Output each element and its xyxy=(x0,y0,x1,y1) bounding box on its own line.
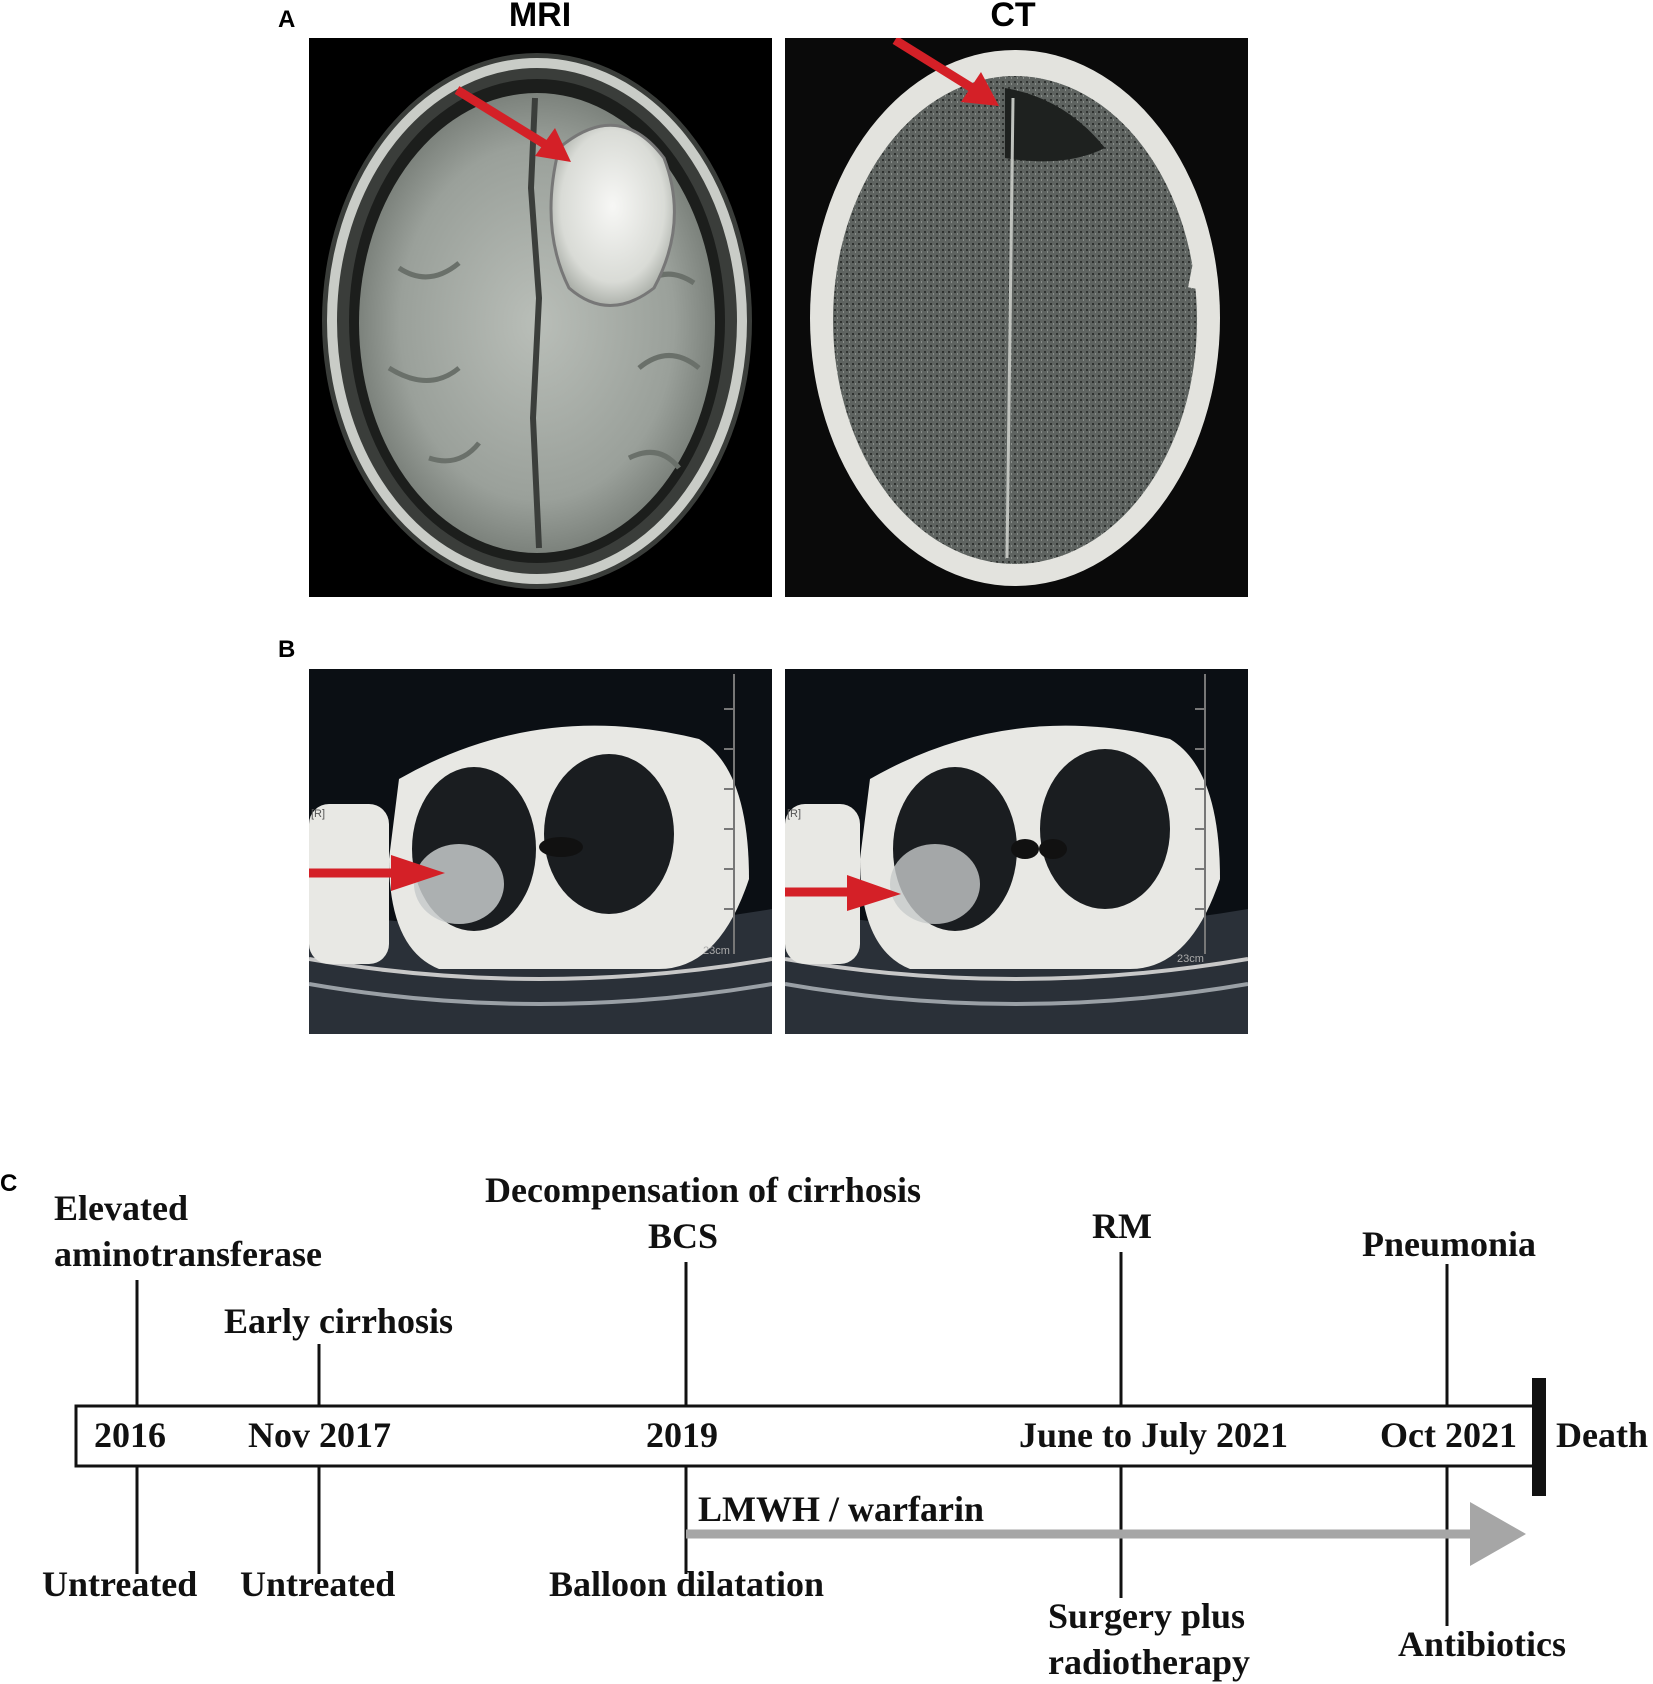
event-2021-rm-below-2: radiotherapy xyxy=(1048,1642,1250,1682)
mri-title: MRI xyxy=(508,0,572,34)
side-marker-left: [R] xyxy=(311,808,325,820)
chest-ct-left: 23cm [R] xyxy=(309,669,772,1034)
event-2016-above-1: Elevated xyxy=(54,1188,188,1228)
event-oct2021-above: Pneumonia xyxy=(1362,1224,1536,1264)
event-2019-above-1: Decompensation of cirrhosis xyxy=(485,1170,921,1210)
ct-brain-scan xyxy=(785,38,1248,597)
event-oct2021-date: Oct 2021 xyxy=(1380,1415,1517,1455)
event-2017-above: Early cirrhosis xyxy=(224,1301,453,1341)
scale-label-right: 23cm xyxy=(1177,953,1204,965)
ct-title: CT xyxy=(990,0,1036,34)
ct-arrow-shaft xyxy=(892,38,988,100)
event-2016-above-2: aminotransferase xyxy=(54,1234,322,1274)
panel-letter-c: C xyxy=(0,1170,18,1197)
event-2016-date: 2016 xyxy=(94,1415,166,1455)
timeline-bar xyxy=(74,1404,1538,1468)
ct-arrow-head xyxy=(961,72,999,106)
event-2021-rm-below-1: Surgery plus xyxy=(1048,1596,1245,1636)
event-2017-below: Untreated xyxy=(240,1564,395,1604)
lung-arrow-left-head xyxy=(391,855,445,891)
lung-arrow-right-head xyxy=(847,875,901,911)
event-2017-date: Nov 2017 xyxy=(248,1415,391,1455)
treatment-arrow-head xyxy=(1470,1502,1526,1566)
side-marker-right: [R] xyxy=(787,808,801,820)
mri-arrow-head xyxy=(535,128,571,162)
event-2021-rm-above: RM xyxy=(1092,1206,1152,1246)
panel-letter-b: B xyxy=(278,636,296,663)
event-2021-rm-date: June to July 2021 xyxy=(1019,1415,1288,1455)
event-2016-below: Untreated xyxy=(42,1564,197,1604)
timeline-end-label: Death xyxy=(1556,1415,1648,1455)
event-2019-date: 2019 xyxy=(646,1415,718,1455)
timeline: Death Elevated aminotransferase 2016 Unt… xyxy=(42,1170,1648,1682)
chest-ct-right: 23cm [R] xyxy=(785,669,1248,1034)
scale-label-left: 23cm xyxy=(703,945,730,957)
panel-letter-a: A xyxy=(278,6,296,33)
treatment-arrow-label: LMWH / warfarin xyxy=(698,1489,984,1529)
mri-brain-scan xyxy=(309,38,772,597)
event-2019-above-2: BCS xyxy=(648,1216,718,1256)
timeline-end-bar xyxy=(1532,1378,1546,1496)
event-2019-below: Balloon dilatation xyxy=(549,1564,824,1604)
event-oct2021-below: Antibiotics xyxy=(1398,1624,1566,1664)
